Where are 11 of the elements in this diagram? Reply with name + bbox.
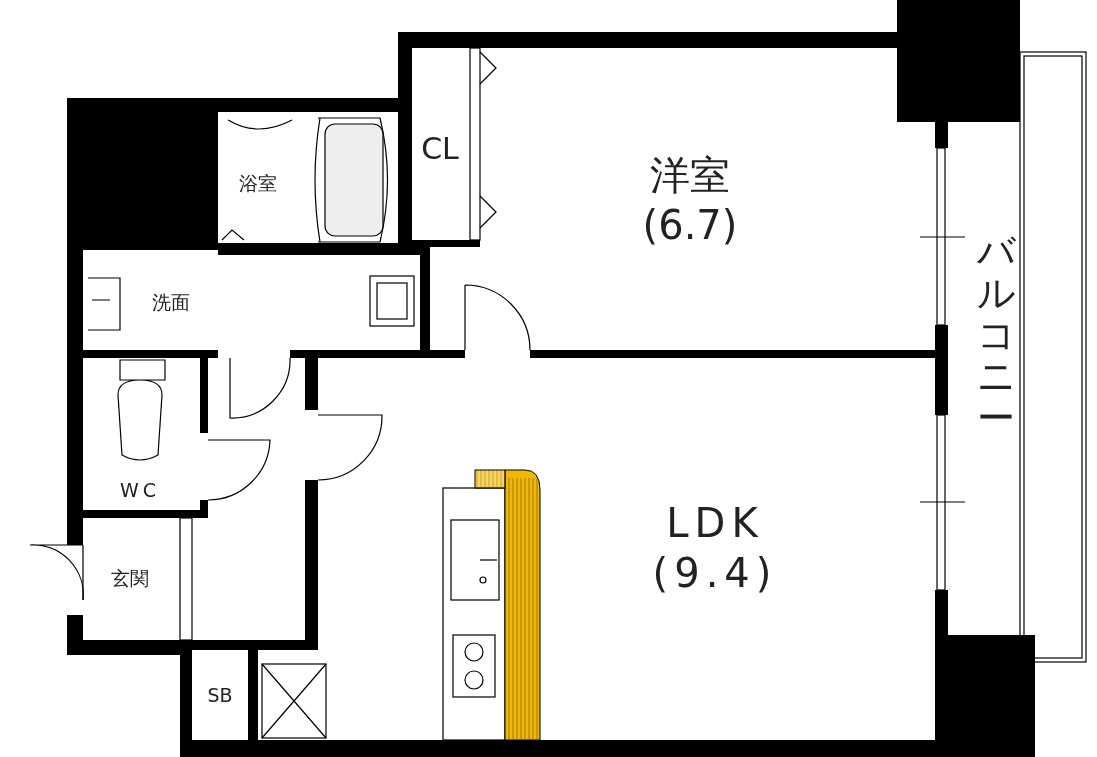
room-name: LDK — [666, 499, 764, 548]
room-name: SB — [207, 682, 233, 708]
room-name: バルコニー — [977, 230, 1015, 440]
room-name: 洋室 — [650, 151, 730, 200]
room-name: 浴室 — [239, 170, 277, 196]
room-name: WC — [119, 477, 161, 503]
room-area-size: (6.7) — [642, 201, 738, 250]
room-name: CL — [421, 129, 459, 168]
room-area-size: (9.4) — [652, 549, 778, 598]
room-name: 玄関 — [111, 565, 149, 591]
room-name: 洗面 — [152, 289, 190, 315]
